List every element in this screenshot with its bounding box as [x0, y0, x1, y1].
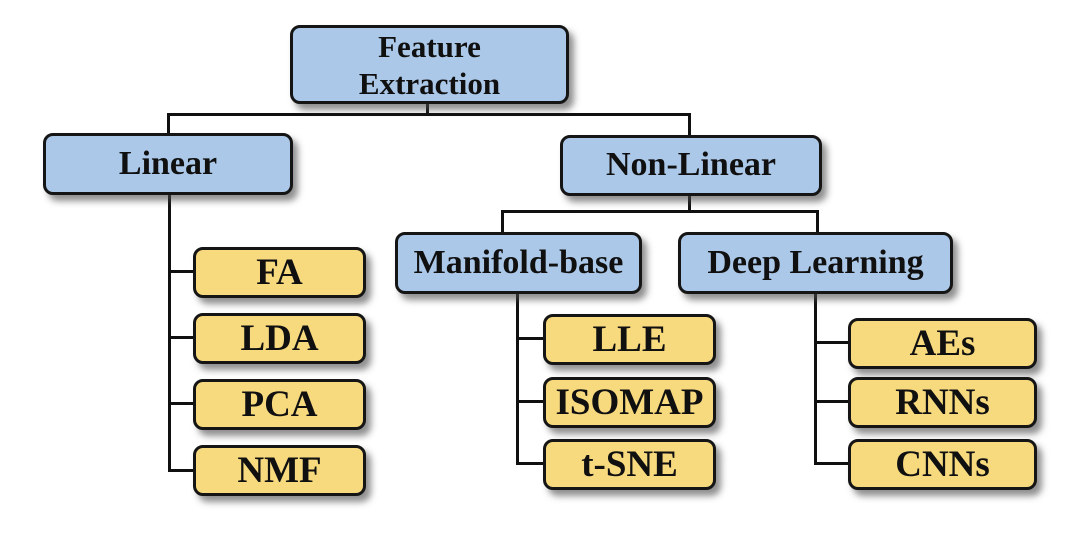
connector-stub-tsne [516, 462, 546, 465]
node-feature-extraction-label: Feature Extraction [358, 28, 501, 101]
node-tsne: t-SNE [543, 439, 716, 490]
node-deep-learning: Deep Learning [678, 232, 953, 294]
node-aes: AEs [848, 318, 1037, 369]
node-linear: Linear [43, 133, 293, 195]
node-non-linear: Non-Linear [560, 135, 822, 196]
connector-nonlinear-stem [688, 195, 691, 213]
node-pca-label: PCA [241, 383, 318, 425]
connector-stub-pca [168, 402, 196, 405]
connector-deeplearning-trunk [814, 292, 817, 465]
node-lle-label: LLE [592, 318, 667, 360]
node-cnns-label: CNNs [895, 443, 990, 485]
node-nmf: NMF [193, 445, 366, 496]
connector-stub-cnns [814, 462, 851, 465]
connector-level2-rail [501, 210, 819, 213]
node-aes-label: AEs [909, 322, 976, 364]
connector-stub-fa [168, 270, 196, 273]
node-non-linear-label: Non-Linear [606, 146, 776, 184]
node-linear-label: Linear [118, 144, 218, 182]
node-fa: FA [193, 247, 366, 298]
connector-deeplearning-drop [816, 210, 819, 234]
connector-stub-aes [814, 341, 851, 344]
connector-nonlinear-drop [688, 113, 691, 137]
connector-stub-nmf [168, 469, 196, 472]
connector-root-stem [426, 104, 429, 116]
connector-linear-drop [167, 113, 170, 135]
node-tsne-label: t-SNE [581, 443, 678, 485]
node-manifold-base: Manifold-base [395, 232, 642, 294]
node-lle: LLE [543, 314, 716, 365]
node-isomap: ISOMAP [543, 377, 716, 428]
node-isomap-label: ISOMAP [555, 381, 704, 423]
connector-level1-rail [167, 113, 691, 116]
node-pca: PCA [193, 379, 366, 430]
node-deep-learning-label: Deep Learning [707, 243, 924, 281]
connector-manifold-drop [501, 210, 504, 234]
connector-stub-lda [168, 336, 196, 339]
connector-stub-isomap [516, 400, 546, 403]
connector-linear-trunk [168, 193, 171, 472]
node-nmf-label: NMF [237, 449, 322, 491]
node-feature-extraction: Feature Extraction [290, 25, 569, 104]
node-rnns-label: RNNs [895, 381, 990, 423]
node-fa-label: FA [256, 251, 303, 293]
node-cnns: CNNs [848, 439, 1037, 490]
connector-manifold-trunk [516, 292, 519, 465]
node-lda: LDA [193, 313, 366, 364]
connector-stub-rnns [814, 400, 851, 403]
node-rnns: RNNs [848, 377, 1037, 428]
connector-stub-lle [516, 337, 546, 340]
node-lda-label: LDA [240, 317, 319, 359]
node-manifold-base-label: Manifold-base [413, 243, 624, 281]
